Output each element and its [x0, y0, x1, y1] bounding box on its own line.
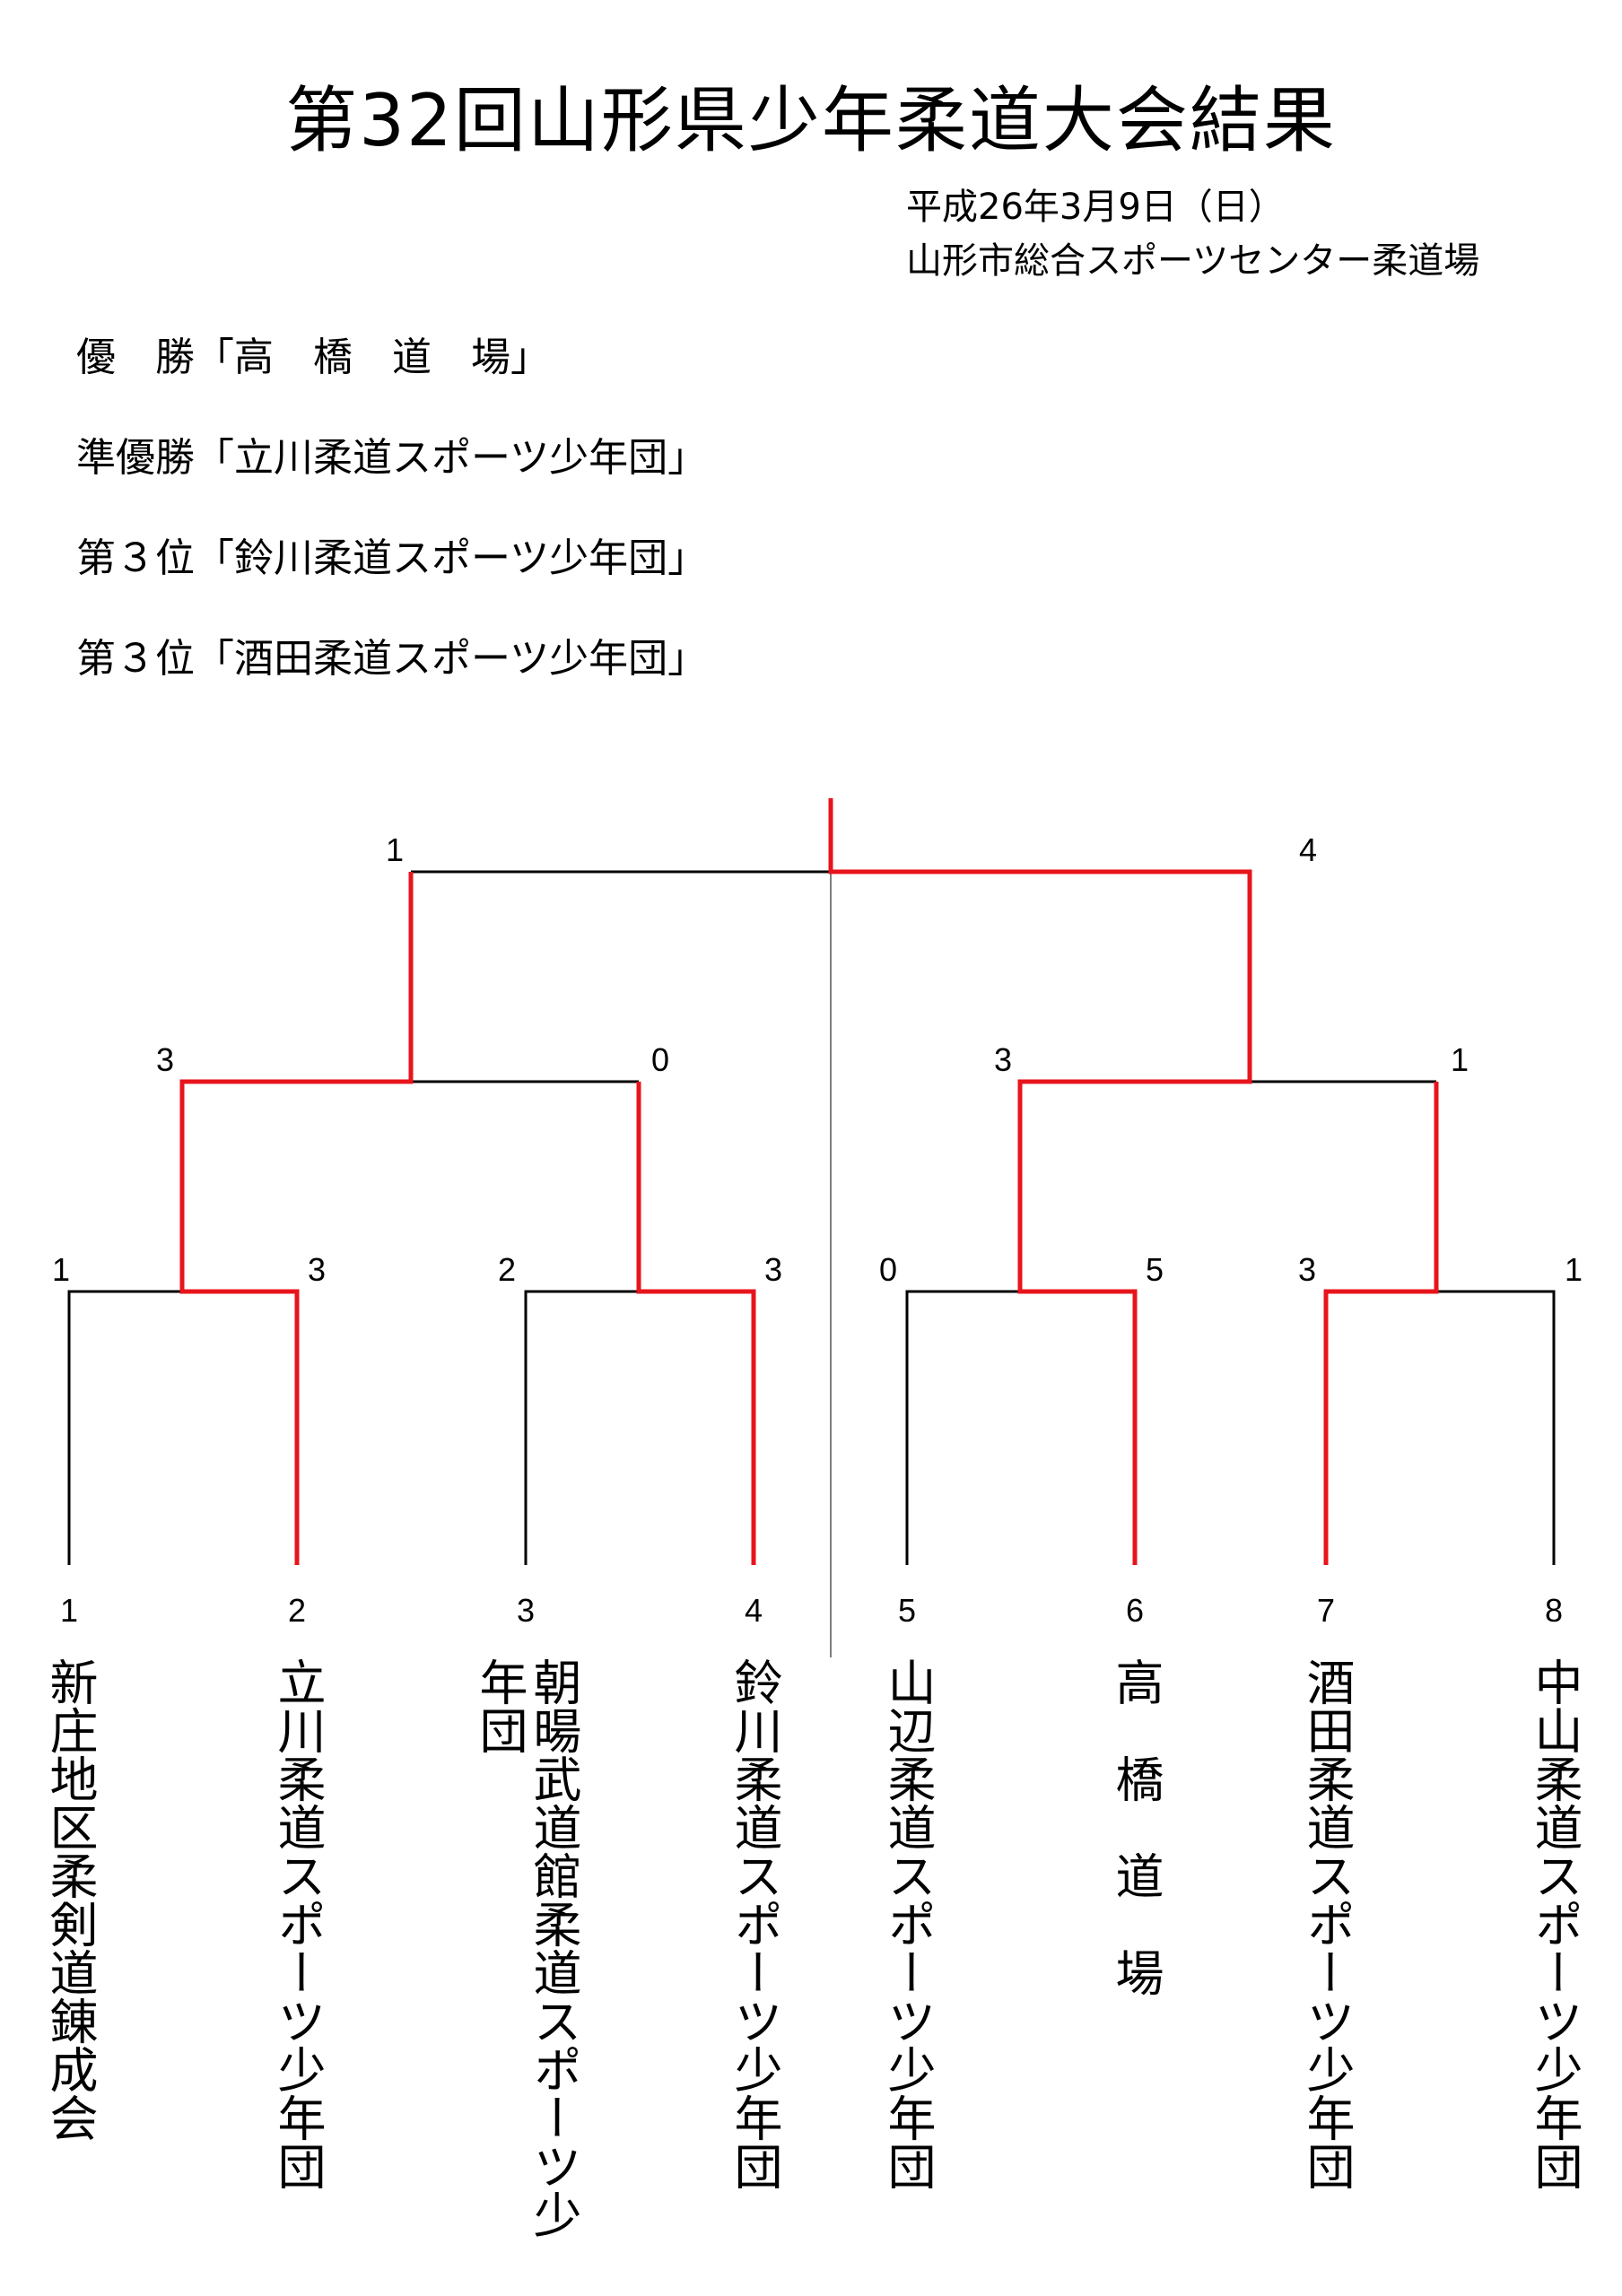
team-name-7: 酒田柔道スポーツ少年団	[1298, 1657, 1355, 2190]
score-r1-3: 2	[498, 1251, 516, 1288]
result-label: 優 勝	[76, 335, 195, 380]
score-r1-1: 1	[52, 1251, 70, 1288]
seed-number: 5	[898, 1592, 916, 1629]
score-r1-2: 3	[308, 1251, 326, 1288]
team-name-5: 山辺柔道スポーツ少年団	[879, 1657, 936, 2190]
score-final-2: 4	[1299, 831, 1317, 868]
bracket-line	[67, 1290, 182, 1565]
team-name-8: 中山柔道スポーツ少年団	[1526, 1657, 1583, 2190]
score-r1-7: 3	[1298, 1251, 1316, 1288]
team-name-3: 朝暘武道館柔道スポーツ少年団	[471, 1657, 581, 2239]
winner-path	[636, 1082, 756, 1565]
score-semi-3: 3	[994, 1041, 1012, 1078]
result-team: 「鈴川柔道スポーツ少年団」	[195, 535, 708, 581]
result-team: 「立川柔道スポーツ少年団」	[195, 435, 708, 481]
result-runner-up: 準優勝「立川柔道スポーツ少年団」	[76, 425, 707, 483]
result-label: 準優勝	[76, 435, 195, 481]
bracket-line	[905, 1290, 1020, 1565]
seed-number: 7	[1317, 1592, 1335, 1629]
score-semi-1: 3	[156, 1041, 174, 1078]
score-semi-4: 1	[1451, 1041, 1469, 1078]
seed-number: 8	[1545, 1592, 1563, 1629]
result-champion: 優 勝「高 橋 道 場」	[76, 325, 550, 382]
result-team: 「酒田柔道スポーツ少年団」	[195, 636, 708, 682]
score-r1-5: 0	[879, 1251, 897, 1288]
seed-number: 1	[60, 1592, 78, 1629]
seed-number: 2	[288, 1592, 306, 1629]
bracket-line	[524, 1290, 639, 1565]
result-third-1: 第３位「鈴川柔道スポーツ少年団」	[76, 526, 707, 583]
result-team: 「高 橋 道 場」	[195, 335, 550, 380]
seed-number: 6	[1126, 1592, 1144, 1629]
bracket-line	[1436, 1290, 1556, 1565]
score-semi-2: 0	[651, 1041, 669, 1078]
seed-number: 4	[745, 1592, 763, 1629]
score-r1-4: 3	[764, 1251, 782, 1288]
team-name-6: 高 橋 道 場	[1107, 1657, 1164, 1996]
winner-path	[828, 798, 1252, 1565]
winner-path	[1323, 1082, 1439, 1565]
score-r1-6: 5	[1146, 1251, 1164, 1288]
team-name-2: 立川柔道スポーツ少年団	[269, 1657, 326, 2190]
score-r1-8: 1	[1565, 1251, 1583, 1288]
seed-number: 3	[517, 1592, 535, 1629]
result-label: 第３位	[76, 636, 195, 682]
winner-path	[179, 872, 414, 1565]
team-name-4: 鈴川柔道スポーツ少年団	[726, 1657, 782, 2190]
result-label: 第３位	[76, 535, 195, 581]
event-date: 平成26年3月9日（日）	[906, 187, 1285, 228]
team-name-1: 新庄地区柔剣道錬成会	[41, 1657, 98, 2142]
event-venue: 山形市総合スポーツセンター柔道場	[906, 240, 1480, 282]
result-third-2: 第３位「酒田柔道スポーツ少年団」	[76, 626, 707, 683]
score-final-1: 1	[386, 831, 404, 868]
page-title: 第32回山形県少年柔道大会結果	[285, 79, 1337, 162]
